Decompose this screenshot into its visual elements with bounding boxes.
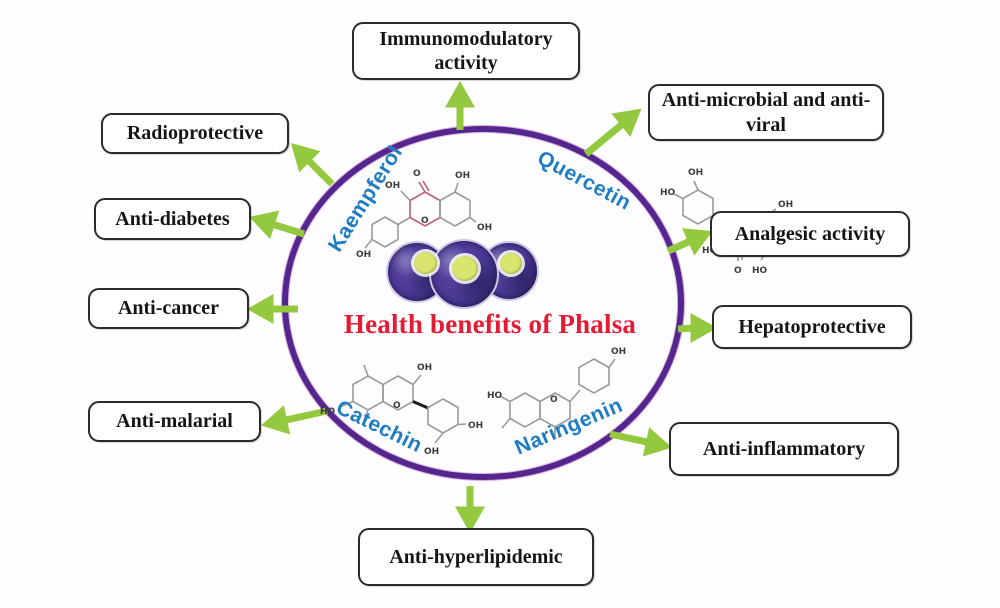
arrow-immunomodulatory — [445, 80, 475, 130]
atom-label: OH — [455, 171, 470, 181]
atom-label: OH — [778, 200, 793, 210]
atom-label: O — [550, 395, 558, 405]
catechin-structure: HO OH O OH OH — [320, 363, 483, 457]
atom-label: HO — [487, 391, 503, 401]
atom-label: OH — [611, 347, 626, 357]
atom-label: O — [413, 169, 421, 179]
benefit-box-antimalarial: Anti-malarial — [88, 401, 261, 442]
atom-label: HO — [702, 246, 718, 256]
berry-seed — [414, 252, 437, 274]
arrow-antihyperlipidemic — [455, 486, 485, 534]
arrow-antimicrobial — [583, 108, 642, 157]
atom-label: O — [421, 216, 429, 226]
benefit-box-hepatoprotective: Hepatoprotective — [712, 305, 912, 349]
arrow-analgesic — [666, 228, 713, 256]
benefit-box-antiinflammatory: Anti-inflammatory — [669, 422, 899, 476]
benefit-box-antidiabetes: Anti-diabetes — [94, 198, 251, 240]
atom-label: O — [393, 401, 401, 411]
benefit-box-analgesic: Analgesic activity — [710, 211, 910, 257]
atom-label: OH — [356, 250, 371, 260]
atom-label: HO — [752, 266, 768, 276]
arrow-anticancer — [246, 294, 298, 324]
berry-seed — [500, 253, 522, 274]
benefit-box-immunomodulatory: Immunomodulatory activity — [352, 22, 580, 80]
arrow-radioprotective — [290, 142, 335, 187]
atom-label: O — [734, 266, 742, 276]
benefit-box-radioprotective: Radioprotective — [101, 113, 289, 154]
arrow-hepatoprotective — [677, 313, 718, 343]
atom-label: HO — [320, 407, 336, 417]
atom-label: OH — [424, 447, 439, 457]
atom-label: OH — [688, 168, 703, 178]
berry-seed — [452, 256, 478, 281]
arrow-antidiabetes — [249, 210, 306, 240]
benefit-box-anticancer: Anti-cancer — [88, 288, 249, 329]
kaempferol-structure: O OH OH OH O OH — [356, 169, 492, 260]
atom-label: OH — [477, 223, 492, 233]
arrow-antiinflammatory — [609, 427, 672, 457]
atom-label: HO — [660, 188, 676, 198]
benefit-box-antihyperlipidemic: Anti-hyperlipidemic — [358, 528, 594, 586]
benefit-box-antimicrobial-antiviral: Anti-microbial and anti-viral — [648, 84, 884, 141]
atom-label: OH — [385, 181, 400, 191]
atom-label: OH — [417, 363, 432, 373]
naringenin-structure: HO O OH — [487, 347, 626, 439]
figure-title: Health benefits of Phalsa — [343, 309, 637, 339]
arrow-antimalarial — [261, 405, 328, 435]
atom-label: OH — [468, 421, 483, 431]
